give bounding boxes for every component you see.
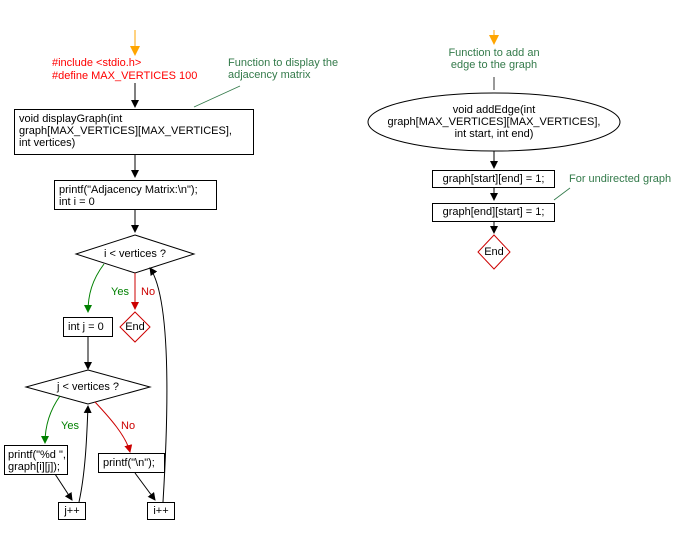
yes-outer-label: Yes (111, 286, 129, 298)
init-j-box: int j = 0 (63, 317, 113, 337)
note-add-edge-function: Function to add an edge to the graph (448, 47, 540, 71)
func-addedge-signature: void addEdge(int graph[MAX_VERTICES][MAX… (387, 104, 601, 140)
stmt2-text: graph[end][start] = 1; (442, 206, 545, 218)
print-cell-text: printf("%d ", graph[i][j]); (8, 449, 66, 473)
edge-inner-yes (41, 395, 61, 444)
include-directive: #include <stdio.h> (52, 57, 142, 69)
inc-i-text: i++ (153, 505, 169, 517)
print-cell-box: printf("%d ", graph[i][j]); (4, 445, 68, 475)
edge-outer-yes (84, 263, 105, 313)
decision-outer-label: i < vertices ? (103, 248, 167, 260)
edge-incj-loop (78, 405, 92, 503)
init-box: printf("Adjacency Matrix:\n"); int i = 0 (54, 180, 217, 210)
stmt1-box: graph[start][end] = 1; (432, 170, 555, 188)
no-inner-label: No (121, 420, 136, 432)
note-display-function: Function to display the adjacency matrix (228, 57, 339, 81)
print-newline-text: printf("\n"); (103, 457, 155, 469)
note-connector-undirected (553, 187, 571, 201)
func-display-box: void displayGraph(int graph[MAX_VERTICES… (14, 109, 254, 155)
yes-inner-label: Yes (61, 420, 79, 432)
init-j-text: int j = 0 (68, 321, 104, 333)
end-right-label: End (484, 246, 504, 258)
print-newline-box: printf("\n"); (98, 453, 165, 473)
edge-print-to-incj (54, 473, 73, 501)
note-connector-display (193, 85, 241, 108)
edge-inner-no (94, 401, 133, 453)
stmt1-text: graph[start][end] = 1; (442, 173, 545, 185)
decision-inner-shape (24, 369, 152, 405)
func-display-signature: void displayGraph(int graph[MAX_VERTICES… (19, 113, 232, 149)
inc-j-box: j++ (58, 502, 86, 520)
no-outer-label: No (141, 286, 156, 298)
end-outer-diamond (119, 311, 151, 343)
inc-i-box: i++ (147, 502, 175, 520)
stmt2-box: graph[end][start] = 1; (432, 203, 555, 222)
decision-inner-label: j < vertices ? (56, 381, 120, 393)
init-statements: printf("Adjacency Matrix:\n"); int i = 0 (59, 184, 198, 208)
end-outer-label: End (125, 321, 145, 333)
end-right-diamond (477, 234, 511, 270)
define-directive: #define MAX_VERTICES 100 (52, 70, 198, 82)
edge-newline-to-inci (134, 472, 156, 501)
note-undirected: For undirected graph (569, 173, 672, 185)
inc-j-text: j++ (64, 505, 80, 517)
